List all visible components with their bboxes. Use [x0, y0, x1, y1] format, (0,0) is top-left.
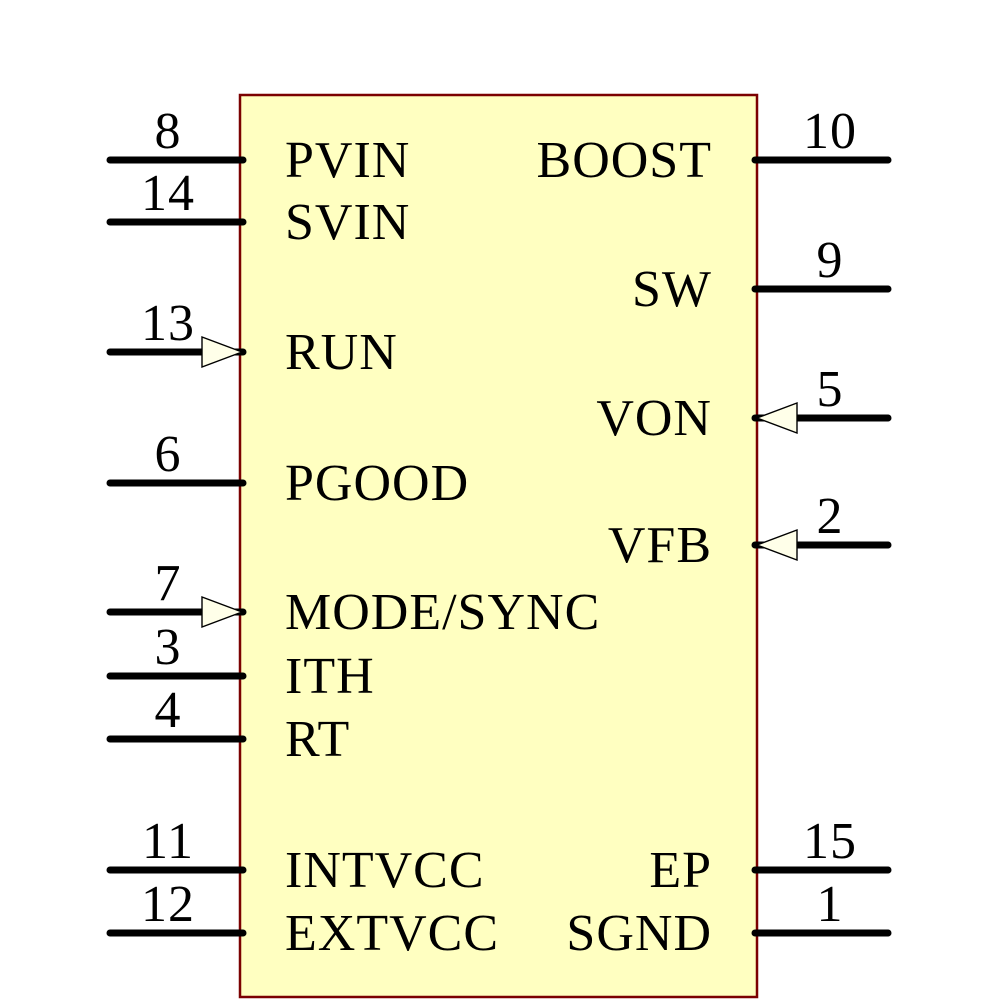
pin-label: SGND: [566, 905, 712, 962]
pin-number: 11: [142, 813, 194, 870]
pin-number: 7: [155, 555, 182, 612]
pin-number: 14: [141, 165, 195, 222]
pin-number: 10: [803, 103, 857, 160]
pin-label: BOOST: [537, 132, 712, 189]
pin-label: PVIN: [285, 132, 410, 189]
pin-label: ITH: [285, 648, 375, 705]
input-arrow-icon: [201, 335, 244, 369]
pin-label: RUN: [285, 324, 398, 381]
pin-number: 6: [155, 426, 182, 483]
pin-label: MODE/SYNC: [285, 584, 600, 641]
pin-number: 8: [155, 103, 182, 160]
pin-rt: 4RT: [106, 682, 350, 768]
pin-label: VFB: [608, 517, 712, 574]
pin-label: EXTVCC: [285, 905, 499, 962]
pin-label: EP: [649, 842, 712, 899]
pin-number: 4: [155, 682, 182, 739]
pin-label: PGOOD: [285, 455, 469, 512]
input-arrow-icon: [201, 595, 244, 629]
left-pin-group: 8PVIN14SVIN13RUN6PGOOD7MODE/SYNC3ITH4RT1…: [106, 103, 600, 962]
pin-number: 1: [817, 876, 844, 933]
pin-number: 3: [155, 619, 182, 676]
pin-label: SW: [632, 261, 712, 318]
input-arrow-icon: [755, 528, 798, 562]
input-arrow-icon: [755, 401, 798, 435]
pin-label: INTVCC: [285, 842, 485, 899]
pin-number: 5: [817, 361, 844, 418]
pin-number: 15: [803, 813, 857, 870]
pin-number: 12: [141, 876, 195, 933]
pin-sw: 9SW: [632, 232, 892, 318]
pin-number: 9: [817, 232, 844, 289]
pin-label: RT: [285, 711, 350, 768]
pin-number: 13: [141, 295, 195, 352]
pin-number: 2: [817, 488, 844, 545]
pin-label: SVIN: [285, 194, 410, 251]
component-body: [238, 93, 759, 999]
pin-label: VON: [596, 390, 712, 447]
